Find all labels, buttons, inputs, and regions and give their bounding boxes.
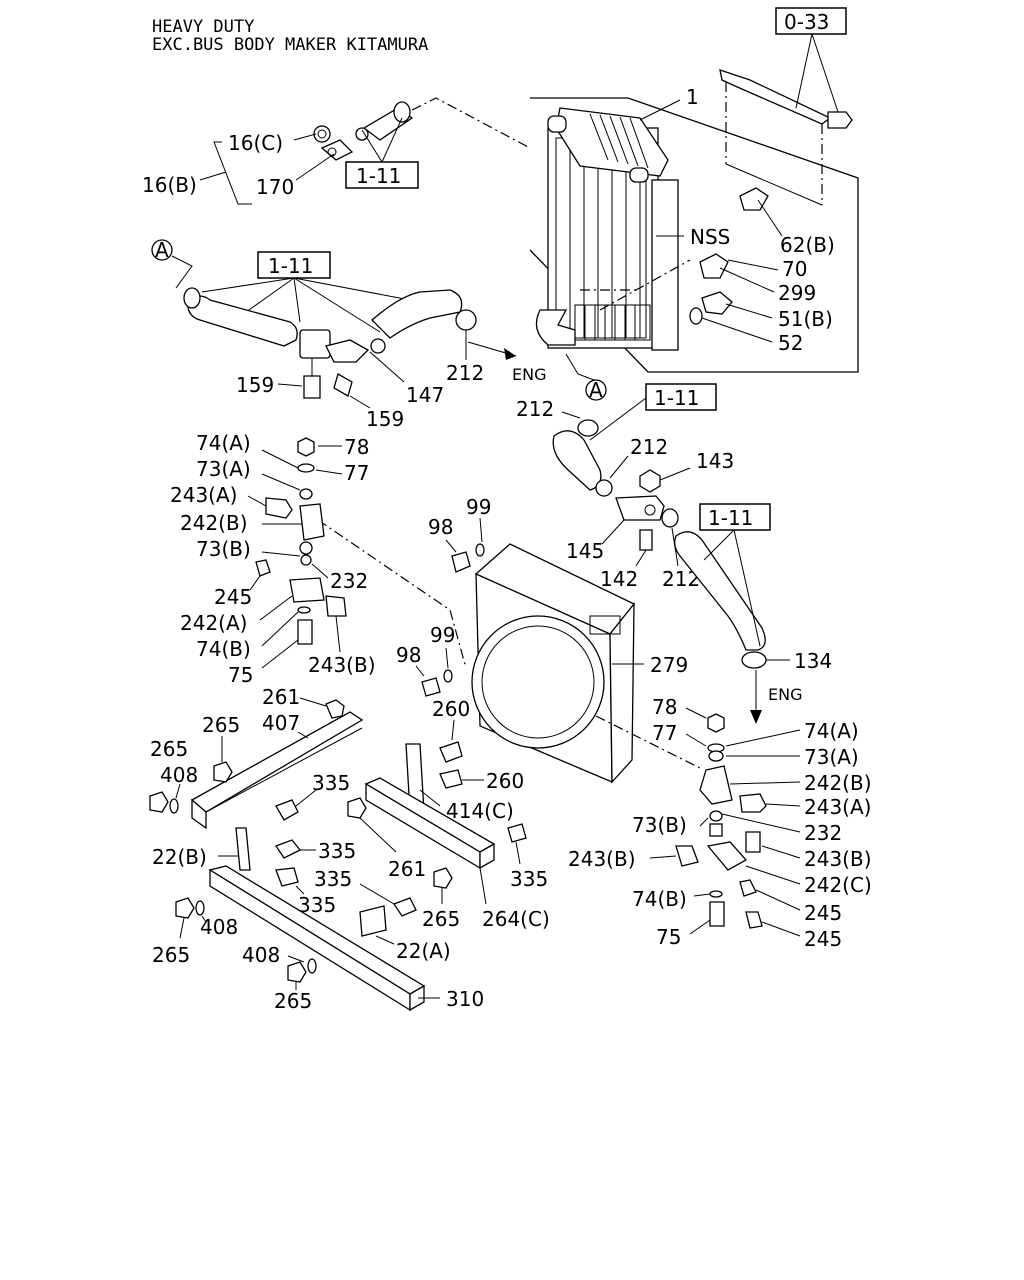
right-mount-stack: 78 77 74(A) 73(A) 242(B) 243(A) 232 73(B…	[568, 695, 872, 951]
label-335-e: 335	[510, 867, 548, 891]
label-145: 145	[566, 539, 604, 563]
label-75-right: 75	[656, 925, 681, 949]
label-73a-left: 73(A)	[196, 457, 251, 481]
label-335-a: 335	[312, 771, 350, 795]
label-335-b: 335	[318, 839, 356, 863]
label-159-left: 159	[236, 373, 274, 397]
label-74b-left: 74(B)	[196, 637, 251, 661]
label-299: 299	[778, 281, 816, 305]
label-16c: 16(C)	[228, 131, 283, 155]
label-243b-right-b: 243(B)	[568, 847, 636, 871]
label-243b-left: 243(B)	[308, 653, 376, 677]
header-line-1: HEAVY DUTY	[152, 17, 254, 37]
label-408-a: 408	[160, 763, 198, 787]
header-line-2: EXC.BUS BODY MAKER KITAMURA	[152, 35, 428, 55]
label-264c: 264(C)	[482, 907, 550, 931]
label-73b-left: 73(B)	[196, 537, 251, 561]
label-1: 1	[686, 85, 699, 109]
label-245-right-b: 245	[804, 927, 842, 951]
label-408-c: 408	[242, 943, 280, 967]
label-335-d: 335	[314, 867, 352, 891]
lower-frame: 407 261 265 265 408 335 335 335 335 335 …	[149, 685, 550, 1013]
label-242c-right: 242(C)	[804, 873, 872, 897]
label-232-right: 232	[804, 821, 842, 845]
ref-box-0-33[interactable]	[775, 7, 847, 35]
label-265-a: 265	[202, 713, 240, 737]
label-147: 147	[406, 383, 444, 407]
label-279: 279	[650, 653, 688, 677]
ref-1-11-lower2-label: 1-11	[708, 506, 753, 530]
label-242a-left: 242(A)	[180, 611, 247, 635]
radiator-assembly: 1 NSS 0-33 62(B) 70 299 51(B) 52	[529, 7, 859, 373]
label-243a-left: 243(A)	[170, 483, 237, 507]
ref-box-1-11-lower[interactable]	[645, 383, 717, 411]
circle-a-left: A	[155, 238, 169, 262]
ref-1-11-lower-label: 1-11	[654, 386, 699, 410]
label-74b-right: 74(B)	[632, 887, 687, 911]
label-407: 407	[262, 711, 300, 735]
label-nss: NSS	[690, 225, 730, 249]
label-260-b: 260	[486, 769, 524, 793]
label-170: 170	[256, 175, 294, 199]
label-62b: 62(B)	[780, 233, 835, 257]
label-eng-right: ENG	[768, 685, 802, 704]
label-265-e: 265	[274, 989, 312, 1013]
label-eng-mid: ENG	[512, 365, 546, 384]
label-74a-left: 74(A)	[196, 431, 251, 455]
label-22b: 22(B)	[152, 845, 207, 869]
label-212-a: 212	[446, 361, 484, 385]
circle-a-right: A	[589, 378, 603, 402]
label-73b-right: 73(B)	[632, 813, 687, 837]
label-98-upper: 98	[428, 515, 453, 539]
label-159-right: 159	[366, 407, 404, 431]
label-245-left: 245	[214, 585, 252, 609]
ref-0-33-label: 0-33	[784, 10, 829, 34]
label-261-top: 261	[262, 685, 300, 709]
label-22a: 22(A)	[396, 939, 451, 963]
label-265-b: 265	[150, 737, 188, 761]
label-98-lower: 98	[396, 643, 421, 667]
label-78-right: 78	[652, 695, 677, 719]
label-408-b: 408	[200, 915, 238, 939]
ref-box-1-11-lower2[interactable]	[699, 503, 771, 531]
ref-1-11-upper-label: 1-11	[356, 164, 401, 188]
left-mount-stack: 78 77 74(A) 73(A) 243(A) 242(B) 73(B) 23…	[170, 431, 376, 687]
label-52: 52	[778, 331, 803, 355]
label-51b: 51(B)	[778, 307, 833, 331]
label-243b-right-a: 243(B)	[804, 847, 872, 871]
ref-1-11-mid-label: 1-11	[268, 254, 313, 278]
upper-hose-group: 1-11 16(C) 170 16(B)	[142, 97, 531, 205]
label-261-mid: 261	[388, 857, 426, 881]
label-414c: 414(C)	[446, 799, 514, 823]
label-78-left: 78	[344, 435, 369, 459]
label-99-upper: 99	[466, 495, 491, 519]
label-16b: 16(B)	[142, 173, 197, 197]
label-134: 134	[794, 649, 832, 673]
label-143: 143	[696, 449, 734, 473]
label-77-right: 77	[652, 721, 677, 745]
label-232-left: 232	[330, 569, 368, 593]
ref-box-1-11-upper[interactable]	[345, 161, 419, 189]
fan-shroud: 279 98 99 98 99	[317, 495, 701, 784]
label-265-d: 265	[152, 943, 190, 967]
label-73a-right: 73(A)	[804, 745, 859, 769]
label-99-lower: 99	[430, 623, 455, 647]
coolant-hose-group: A 1-11 159 159 147 212 ENG	[151, 238, 607, 431]
label-245-right-a: 245	[804, 901, 842, 925]
lower-hose-group: 1-11 212 212 143 145 142 212 1-11 134	[516, 383, 832, 724]
label-75-left: 75	[228, 663, 253, 687]
label-70: 70	[782, 257, 807, 281]
label-260-a: 260	[432, 697, 470, 721]
label-243a-right: 243(A)	[804, 795, 871, 819]
label-77-left: 77	[344, 461, 369, 485]
label-212-c: 212	[630, 435, 668, 459]
label-242b-right: 242(B)	[804, 771, 872, 795]
label-265-c: 265	[422, 907, 460, 931]
label-310: 310	[446, 987, 484, 1011]
label-242b-left: 242(B)	[180, 511, 248, 535]
label-212-b: 212	[516, 397, 554, 421]
label-142: 142	[600, 567, 638, 591]
label-74a-right: 74(A)	[804, 719, 859, 743]
